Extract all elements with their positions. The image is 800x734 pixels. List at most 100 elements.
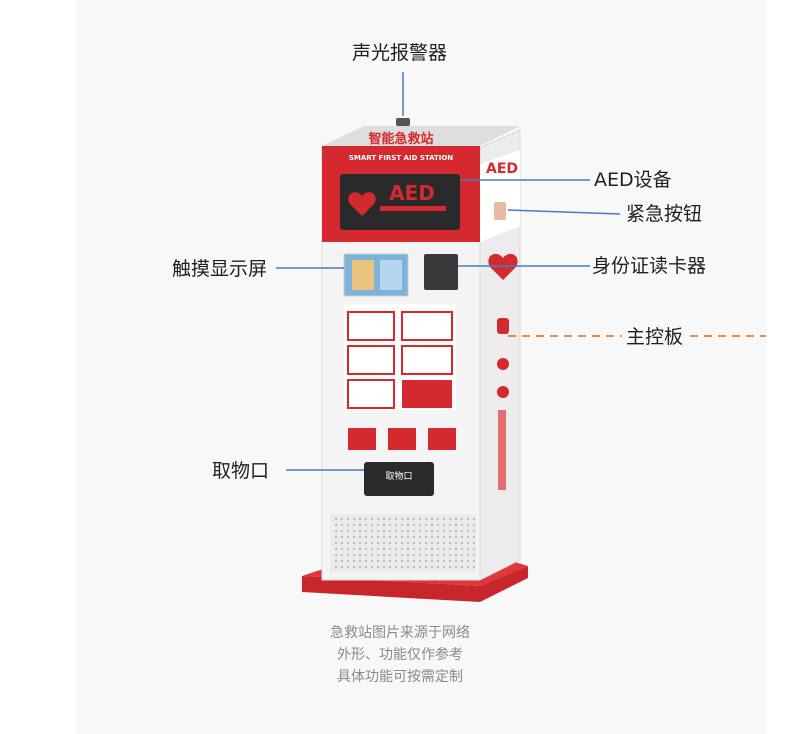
vent-hole [466,565,470,569]
vent-hole [460,559,464,563]
vent-hole [454,565,458,569]
vent-hole [388,553,392,557]
vent-hole [406,565,410,569]
vent-hole [448,547,452,551]
vent-hole [424,529,428,533]
vent-hole [376,565,380,569]
aed-subbar [380,206,446,211]
vent-hole [364,553,368,557]
vent-hole [364,541,368,545]
callout-main-board: 主控板 [622,328,688,347]
vent-hole [472,547,476,551]
vent-hole [376,535,380,539]
vent-hole [406,523,410,527]
vent-hole [364,523,368,527]
vent-hole [352,517,356,521]
vent-hole [460,547,464,551]
vent-hole [418,529,422,533]
callout-lines [276,72,621,471]
vent-hole [352,523,356,527]
vent-hole [406,535,410,539]
vent-hole [334,559,338,563]
vent-hole [406,559,410,563]
vent-hole [412,553,416,557]
vent-hole [466,541,470,545]
vent-hole [376,553,380,557]
vent-hole [370,559,374,563]
vent-hole [370,553,374,557]
vent-hole [436,547,440,551]
vent-hole [364,517,368,521]
vent-hole [430,523,434,527]
vent-hole [412,565,416,569]
vent-hole [430,517,434,521]
vent-hole [454,541,458,545]
vent-hole [340,523,344,527]
vent-hole [376,517,380,521]
vent-hole [436,565,440,569]
vent-hole [394,523,398,527]
vent-hole [376,523,380,527]
vent-hole [448,553,452,557]
callout-emergency-button: 紧急按钮 [626,203,703,225]
vent-hole [352,553,356,557]
vent-hole [370,535,374,539]
vent-hole [352,547,356,551]
vent-hole [400,529,404,533]
vent-hole [424,565,428,569]
vent-hole [388,547,392,551]
callout-id-reader: 身份证读卡器 [592,255,707,277]
vent-hole [376,529,380,533]
caption-line-3: 具体功能可按需定制 [337,669,463,685]
vent-hole [472,553,476,557]
vent-hole [472,523,476,527]
side-red-band [480,150,520,242]
vent-hole [382,553,386,557]
vent-hole [394,559,398,563]
instruction-card-5 [347,379,395,409]
vent-hole [454,559,458,563]
vent-hole [448,565,452,569]
vent-hole [442,547,446,551]
vent-hole [388,535,392,539]
vent-hole [388,565,392,569]
vent-hole [448,535,452,539]
card-reader [424,254,458,290]
vent-hole [424,535,428,539]
emergency-line [507,209,621,215]
vent-hole [394,535,398,539]
heart-icon [348,192,376,216]
vent-hole [370,541,374,545]
vent-hole [460,553,464,557]
side-heart-icon [488,253,518,280]
vent-hole [340,559,344,563]
vent-hole [358,547,362,551]
vent-hole [334,541,338,545]
vent-hole [358,517,362,521]
vent-hole [346,553,350,557]
side-icon-3 [497,386,509,398]
vent-hole [346,541,350,545]
callout-alarm: 声光报警器 [352,42,448,64]
vent-hole [358,523,362,527]
vent-hole [334,565,338,569]
vent-hole [460,529,464,533]
vent-hole [364,559,368,563]
alarm-light [396,118,410,126]
vent-hole [430,541,434,545]
vent-hole [382,535,386,539]
front-header [322,146,480,164]
vent-hole [424,523,428,527]
vent-hole [400,523,404,527]
vent-hole [340,517,344,521]
vent-hole [454,535,458,539]
vent-hole [436,553,440,557]
vent-hole [442,523,446,527]
vent-hole [382,517,386,521]
touch-screen-content-2 [380,260,402,290]
vent-hole [430,535,434,539]
vent-hole [442,517,446,521]
vent-hole [418,541,422,545]
vent-hole [418,517,422,521]
vent-hole [418,565,422,569]
